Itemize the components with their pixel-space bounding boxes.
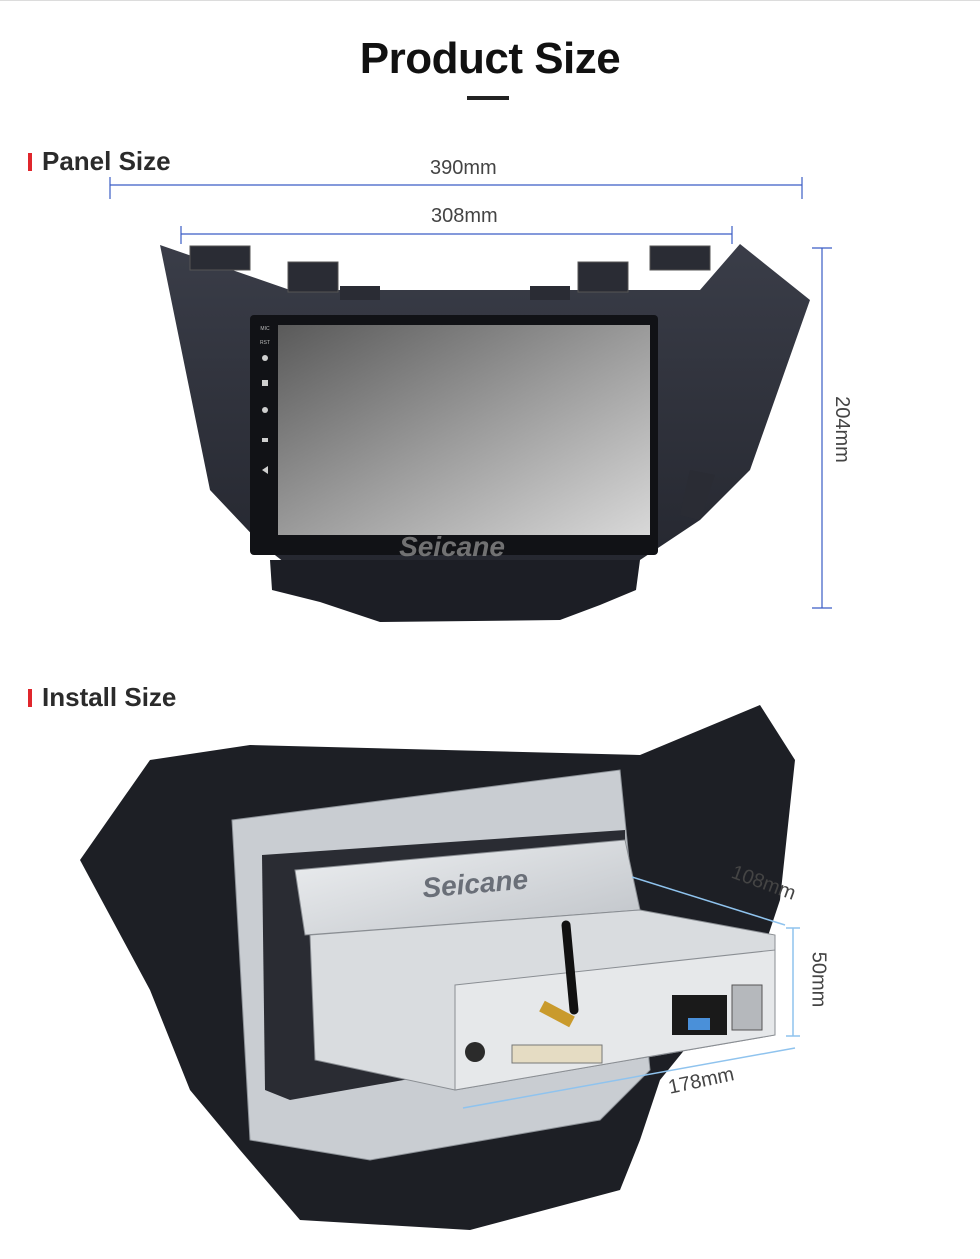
section-marker (28, 688, 32, 707)
rst-label: RST (260, 340, 270, 346)
side-button-icons (262, 355, 268, 474)
dim-label-390: 390mm (430, 157, 497, 179)
dimension-line-308 (180, 226, 733, 244)
title-underline (467, 96, 509, 100)
dimension-line-390 (109, 177, 803, 199)
dim-label-204: 204mm (830, 396, 853, 463)
front-panel (160, 244, 810, 622)
mic-label: MIC (260, 326, 270, 332)
dim-label-50: 50mm (807, 951, 830, 1008)
dimension-line-204 (812, 247, 832, 609)
brand-watermark-panel: Seicane (399, 531, 505, 562)
dim-label-308: 308mm (431, 205, 498, 227)
page-title: Product Size (359, 34, 621, 83)
top-divider (0, 0, 980, 1)
section-install-size: Install Size (28, 682, 176, 713)
section-marker (28, 152, 32, 171)
dimension-line-108 (631, 876, 786, 926)
dimension-line-50 (786, 927, 800, 1037)
section-heading-panel: Panel Size (42, 146, 171, 176)
section-panel-size: Panel Size (28, 146, 171, 177)
section-heading-install: Install Size (42, 682, 177, 712)
install-unit (80, 705, 795, 1230)
dimension-line-178 (462, 1047, 796, 1109)
